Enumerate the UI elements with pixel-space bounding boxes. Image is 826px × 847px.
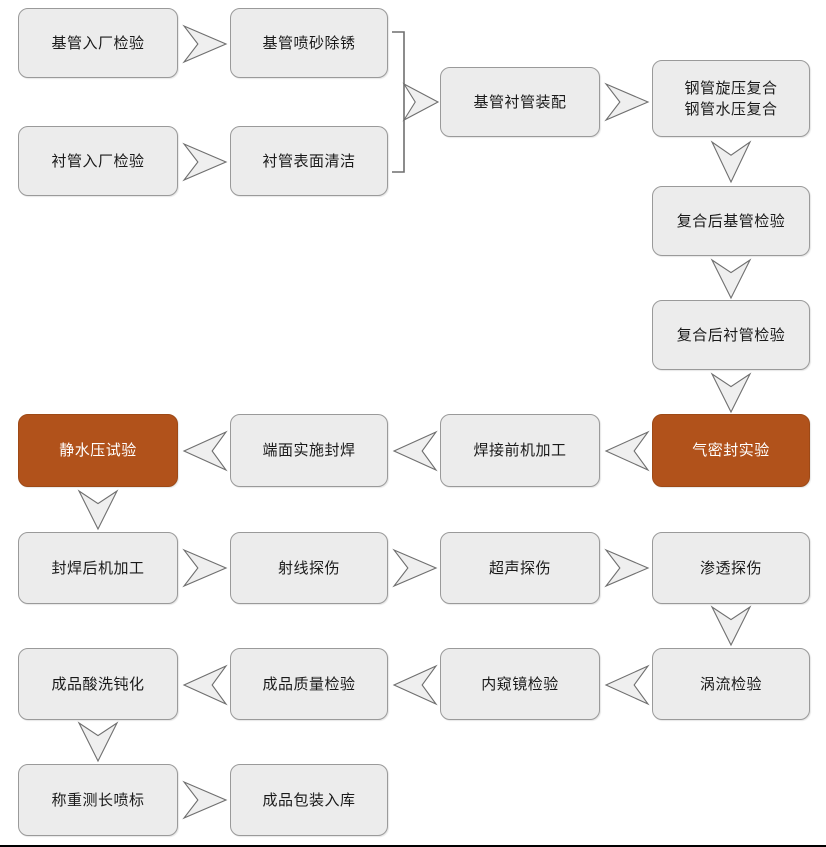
process-node-n4[interactable]: 衬管表面清洁 [230, 126, 388, 196]
process-node-n3[interactable]: 衬管入厂检验 [18, 126, 178, 196]
process-node-n8[interactable]: 复合后衬管检验 [652, 300, 810, 370]
connector-arrow-right [604, 82, 650, 122]
process-node-label: 基管衬管装配 [473, 92, 567, 111]
process-node-label: 端面实施封焊 [262, 441, 356, 459]
process-node-label: 衬管入厂检验 [51, 151, 145, 170]
process-node-n22[interactable]: 成品包装入库 [230, 764, 388, 836]
connector-arrow-right [182, 548, 228, 588]
process-node-n13[interactable]: 封焊后机加工 [18, 532, 178, 604]
process-node-n17[interactable]: 涡流检验 [652, 648, 810, 720]
connector-arrow-right [182, 780, 228, 820]
process-node-n21[interactable]: 称重测长喷标 [18, 764, 178, 836]
process-node-label: 涡流检验 [699, 674, 762, 693]
process-node-label: 内窥镜检验 [481, 674, 559, 693]
process-node-n2[interactable]: 基管喷砂除锈 [230, 8, 388, 78]
connector-arrow-down [710, 605, 752, 647]
process-node-n19[interactable]: 成品质量检验 [230, 648, 388, 720]
process-node-n16[interactable]: 渗透探伤 [652, 532, 810, 604]
process-node-n5[interactable]: 基管衬管装配 [440, 67, 600, 137]
connector-bracket-merge [392, 26, 440, 178]
connector-arrow-down [710, 140, 752, 184]
process-node-label: 静水压试验 [59, 441, 137, 459]
process-node-n6[interactable]: 钢管旋压复合 钢管水压复合 [652, 60, 810, 137]
process-node-label: 衬管表面清洁 [262, 151, 356, 170]
process-node-label: 封焊后机加工 [51, 558, 145, 577]
process-node-n20[interactable]: 成品酸洗钝化 [18, 648, 178, 720]
connector-arrow-right [182, 24, 228, 64]
connector-arrow-right [604, 548, 650, 588]
connector-arrow-left [604, 664, 650, 706]
process-node-label: 复合后基管检验 [676, 211, 786, 230]
connector-arrow-down [710, 372, 752, 414]
connector-arrow-down [77, 721, 119, 763]
connector-arrow-left [392, 664, 438, 706]
process-node-label: 成品包装入库 [262, 790, 356, 809]
connector-arrow-left [604, 430, 650, 472]
connector-arrow-down [710, 258, 752, 300]
process-node-n12[interactable]: 静水压试验 [18, 414, 178, 487]
process-node-n9[interactable]: 气密封实验 [652, 414, 810, 487]
connector-arrow-down [77, 489, 119, 531]
process-node-n1[interactable]: 基管入厂检验 [18, 8, 178, 78]
process-node-n18[interactable]: 内窥镜检验 [440, 648, 600, 720]
process-node-n11[interactable]: 端面实施封焊 [230, 414, 388, 487]
process-node-label: 焊接前机加工 [473, 441, 567, 459]
connector-arrow-left [182, 430, 228, 472]
connector-arrow-right [392, 548, 438, 588]
connector-arrow-right [182, 142, 228, 182]
process-node-n15[interactable]: 超声探伤 [440, 532, 600, 604]
process-node-label: 气密封实验 [692, 441, 770, 459]
process-node-label: 超声探伤 [488, 558, 551, 577]
connector-arrow-left [392, 430, 438, 472]
process-node-label: 基管入厂检验 [51, 33, 145, 52]
process-node-label: 渗透探伤 [699, 558, 762, 577]
process-node-n7[interactable]: 复合后基管检验 [652, 186, 810, 256]
process-node-label: 称重测长喷标 [51, 790, 145, 809]
process-node-label: 成品质量检验 [262, 674, 356, 693]
process-node-n10[interactable]: 焊接前机加工 [440, 414, 600, 487]
process-node-label: 成品酸洗钝化 [51, 674, 145, 693]
process-node-n14[interactable]: 射线探伤 [230, 532, 388, 604]
process-node-label: 复合后衬管检验 [676, 325, 786, 344]
process-node-label: 射线探伤 [277, 558, 340, 577]
process-node-label: 基管喷砂除锈 [262, 33, 356, 52]
connector-arrow-left [182, 664, 228, 706]
process-node-label: 钢管旋压复合 钢管水压复合 [684, 78, 778, 118]
